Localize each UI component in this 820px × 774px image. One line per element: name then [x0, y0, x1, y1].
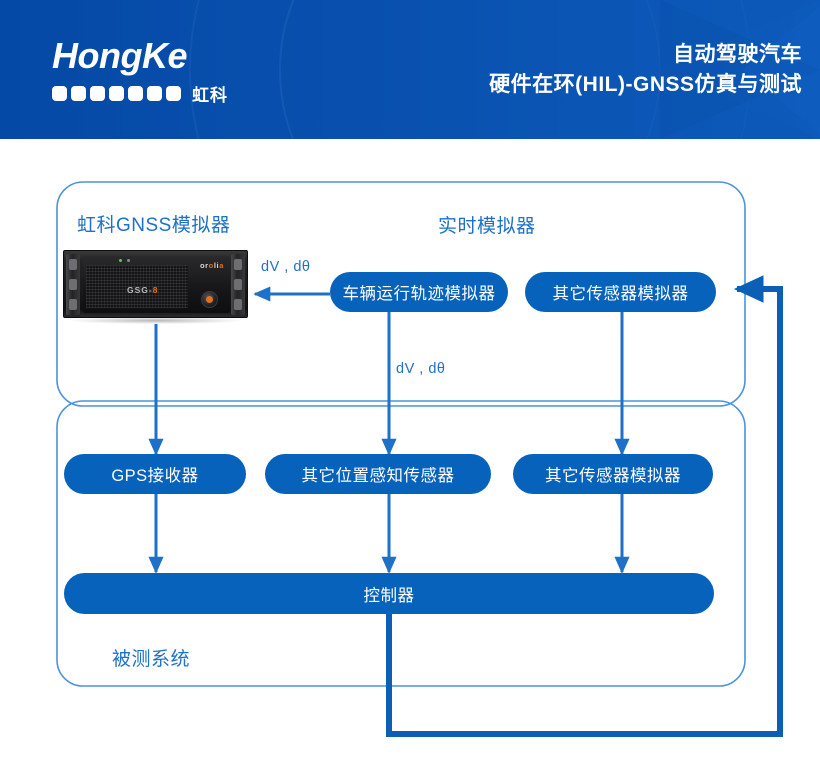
device-shadow: [69, 317, 242, 324]
logo-square-icon: [166, 86, 181, 101]
node-label: GPS接收器: [111, 467, 199, 485]
device-ear-slot-icon: [234, 279, 242, 290]
node-gps-receiver[interactable]: GPS接收器: [64, 454, 246, 494]
page-title: 自动驾驶汽车 硬件在环(HIL)-GNSS仿真与测试: [489, 40, 802, 101]
node-label: 车辆运行轨迹模拟器: [342, 285, 496, 303]
page-header: HongKe 虹科 自动驾驶汽车 硬件在环(HIL)-GNSS仿真与测试: [0, 0, 820, 139]
device-ear-slot-icon: [234, 259, 242, 270]
device-model-label: GSG-8: [127, 285, 159, 295]
device-power-led-icon: [119, 259, 122, 262]
page-title-line-2: 硬件在环(HIL)-GNSS仿真与测试: [489, 73, 802, 97]
sut-group-border: [56, 400, 746, 687]
page-title-line-1: 自动驾驶汽车: [673, 43, 802, 66]
device-front-panel: orolia GSG-8: [83, 256, 230, 313]
node-other-position-sensor[interactable]: 其它位置感知传感器: [265, 454, 491, 494]
sut-group-caption: 被测系统: [112, 649, 191, 670]
device-ear-slot-icon: [69, 259, 77, 270]
device-rack-ear-left: [66, 254, 80, 315]
device-ear-slot-icon: [234, 299, 242, 310]
node-other-sensor-simulator-top[interactable]: 其它传感器模拟器: [525, 272, 716, 312]
diagram-connectors-layer: [56, 181, 783, 737]
logo-squares-row: 虹科: [52, 81, 272, 106]
simulator-group-caption-left: 虹科GNSS模拟器: [77, 215, 231, 236]
node-other-sensor-simulator-bottom[interactable]: 其它传感器模拟器: [513, 454, 713, 494]
logo-square-icon: [71, 86, 86, 101]
node-label: 控制器: [363, 586, 415, 605]
device-vent-mesh: [86, 265, 188, 308]
hongke-logo: HongKe 虹科: [52, 38, 272, 106]
gnss-simulator-device-image: orolia GSG-8: [63, 250, 248, 324]
node-label: 其它位置感知传感器: [301, 467, 455, 485]
logo-wordmark: HongKe: [52, 35, 188, 76]
device-power-knob-icon: [201, 291, 218, 308]
node-controller[interactable]: 控制器: [64, 573, 714, 614]
connector-feedback-loop: [386, 275, 783, 737]
edge-label-dv-dtheta-2: dV , dθ: [396, 361, 446, 377]
device-brand-label: orolia: [199, 261, 224, 270]
device-chassis: orolia GSG-8: [63, 250, 248, 318]
logo-square-icon: [147, 86, 162, 101]
logo-square-icon: [109, 86, 124, 101]
node-label: 其它传感器模拟器: [552, 285, 689, 303]
edge-label-dv-dtheta-1: dV , dθ: [261, 259, 311, 275]
simulator-group-caption-center: 实时模拟器: [438, 216, 536, 237]
logo-square-icon: [52, 86, 67, 101]
header-decoration: [0, 0, 820, 139]
node-vehicle-trajectory-simulator[interactable]: 车辆运行轨迹模拟器: [330, 272, 508, 312]
node-label: 其它传感器模拟器: [545, 467, 681, 485]
device-ear-slot-icon: [69, 299, 77, 310]
device-ear-slot-icon: [69, 279, 77, 290]
logo-chinese-name: 虹科: [192, 86, 228, 105]
hil-architecture-diagram: 虹科GNSS模拟器 实时模拟器 被测系统 dV , dθ dV , dθ oro…: [0, 139, 820, 774]
logo-square-icon: [128, 86, 143, 101]
logo-square-icon: [90, 86, 105, 101]
device-rack-ear-right: [231, 254, 245, 315]
device-status-led-icon: [127, 259, 130, 262]
